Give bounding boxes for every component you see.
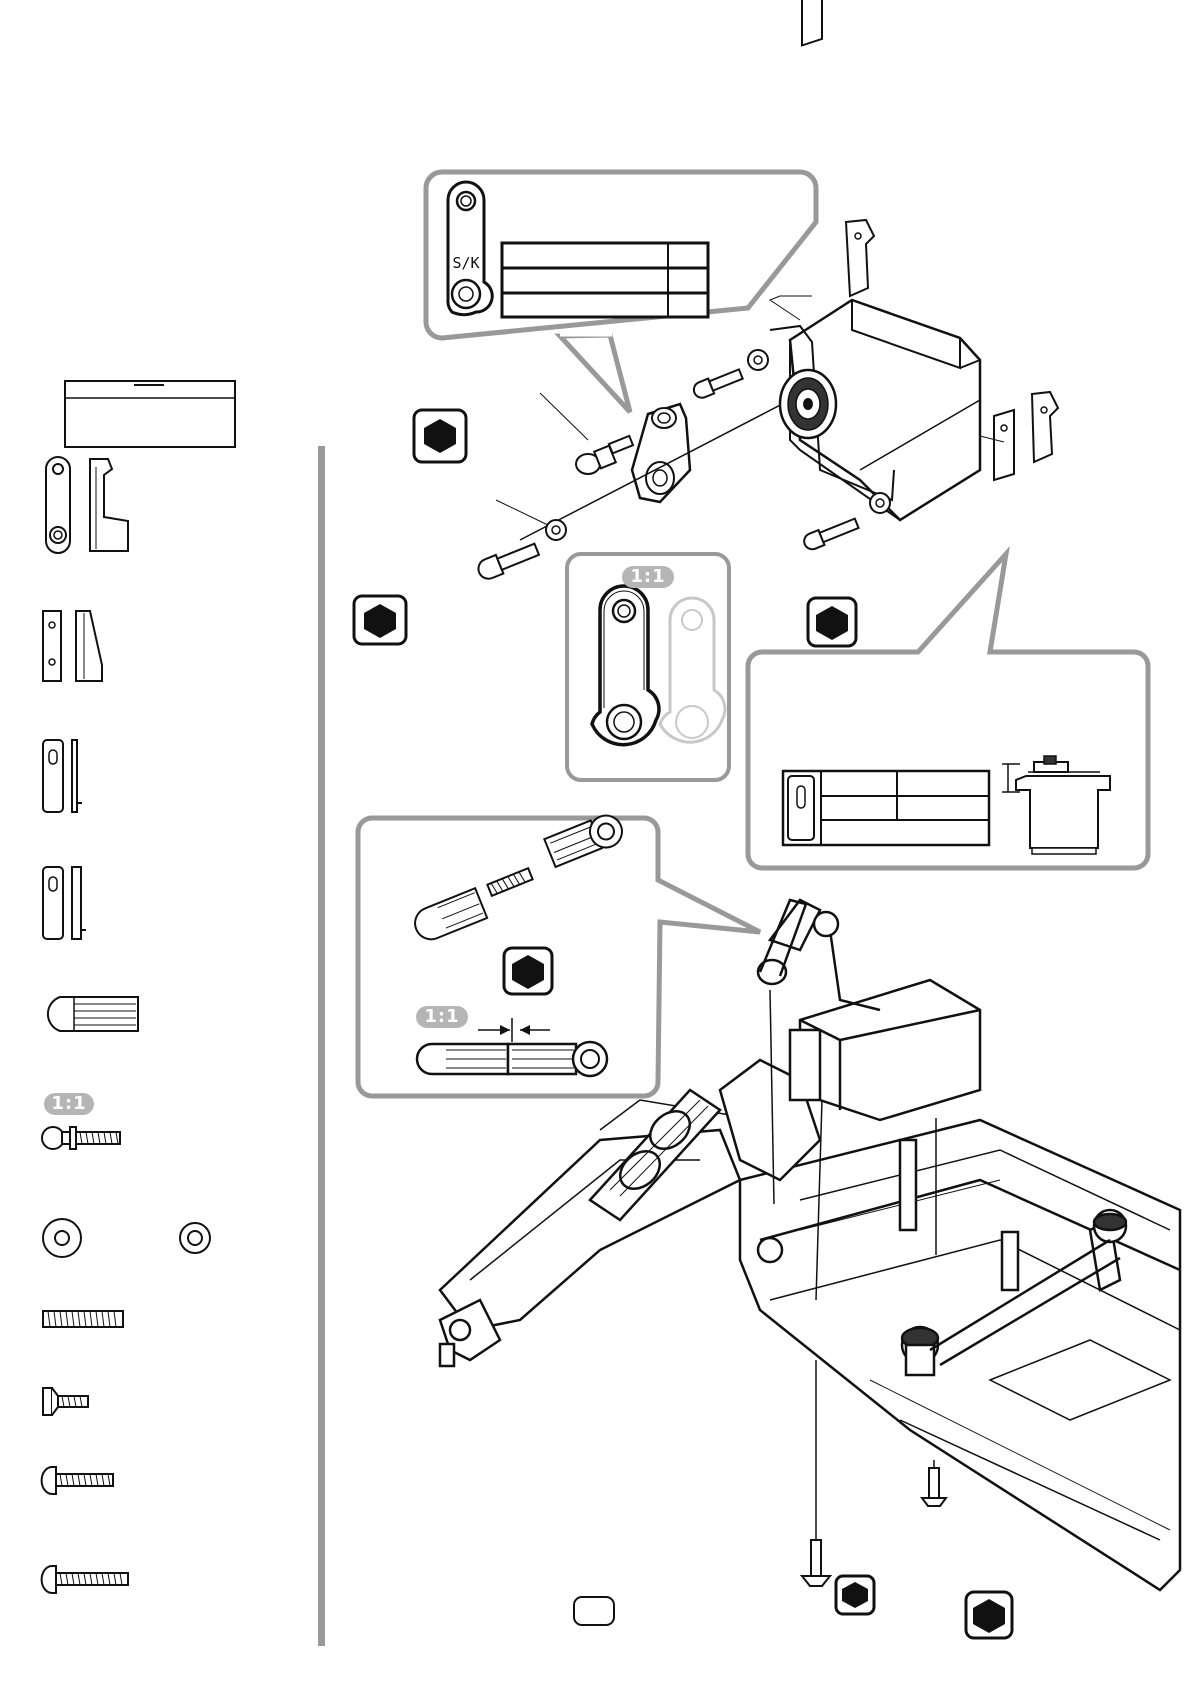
servo-mount-lower (980, 392, 1058, 480)
hex-wrench-icon (504, 948, 552, 994)
ratio-badge: 1:1 (416, 1006, 468, 1028)
chassis-screw (802, 1540, 830, 1586)
linkage-assembled (417, 1042, 607, 1076)
servo-exploded (770, 300, 980, 520)
horn-label: S/K (448, 254, 484, 272)
ball-stud-exploded (576, 436, 633, 474)
horn-table (502, 243, 708, 317)
hex-wrench-icon (414, 410, 466, 462)
servo-mount-upper (770, 0, 874, 320)
servo-screw (475, 540, 540, 582)
hex-wrench-icon (966, 1592, 1012, 1638)
ratio-badge: 1:1 (622, 566, 674, 588)
hex-wrench-icon (836, 1576, 874, 1614)
page-number (573, 1596, 615, 1626)
hex-wrench-icon (354, 596, 406, 644)
chassis-screw (922, 1468, 946, 1506)
hex-wrench-icon (808, 598, 856, 646)
